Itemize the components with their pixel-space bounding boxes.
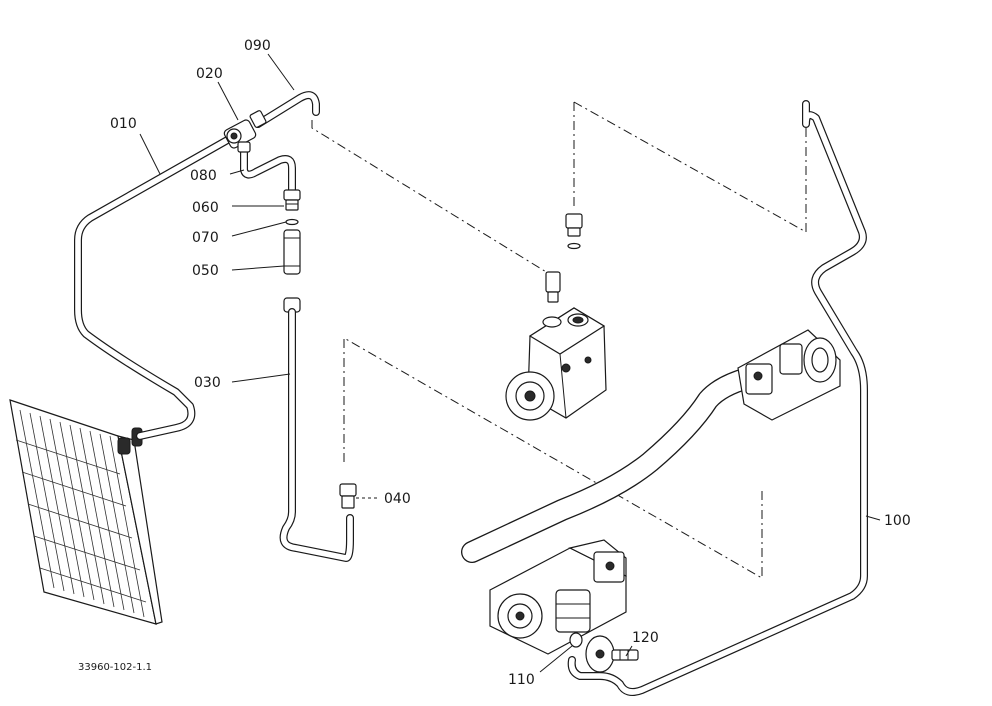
adapter-060 [283, 189, 301, 211]
pipe-010 [74, 130, 242, 440]
label-080: 080 [190, 168, 217, 184]
assembly-guide-lines [311, 101, 807, 579]
label-120: 120 [632, 630, 659, 646]
pipe-080 [240, 144, 296, 194]
label-010: 010 [110, 116, 137, 132]
pipe-100 [567, 100, 868, 696]
fitting-040 [339, 483, 357, 509]
label-100: 100 [884, 513, 911, 529]
leader-lines [139, 53, 881, 673]
label-050: 050 [192, 263, 219, 279]
label-060: 060 [192, 200, 219, 216]
oil-cooler [9, 399, 163, 625]
label-040: 040 [384, 491, 411, 507]
label-030: 030 [194, 375, 221, 391]
pipe-090 [254, 91, 320, 128]
hose-fitting-assembly [737, 329, 841, 421]
steering-valve-unit [505, 307, 607, 421]
suction-hose [461, 367, 759, 563]
label-020: 020 [196, 66, 223, 82]
drawing-number: 33960-102-1.1 [78, 662, 152, 673]
part-labels: 010 020 090 080 060 070 050 030 040 100 … [78, 38, 911, 688]
hydraulic-pump [489, 539, 627, 655]
flange-120 [585, 635, 639, 673]
o-ring-110 [569, 632, 583, 648]
label-090: 090 [244, 38, 271, 54]
fittings-above-valve [545, 213, 583, 303]
tee-fitting-020 [223, 110, 267, 153]
label-070: 070 [192, 230, 219, 246]
label-110: 110 [508, 672, 535, 688]
fitting-050 [283, 229, 301, 275]
pipe-030 [279, 297, 354, 562]
o-ring-070 [285, 218, 299, 226]
